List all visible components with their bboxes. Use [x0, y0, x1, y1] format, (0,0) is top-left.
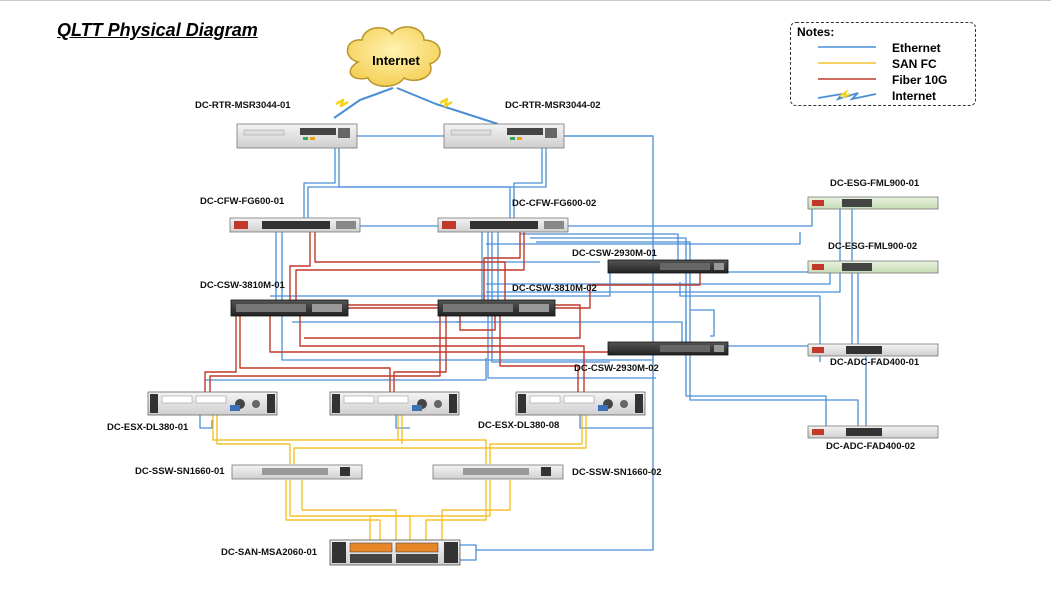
- label-rtr-01: DC-RTR-MSR3044-01: [195, 100, 291, 111]
- cloud-label: Internet: [372, 53, 420, 68]
- legend-internet-lightning-icon: [839, 89, 851, 100]
- firewall-cfw-02: [437, 217, 569, 233]
- san-fc-cables: [212, 408, 587, 540]
- appliance-adc-02: [807, 425, 939, 439]
- switch-csw-2930-02: [607, 341, 729, 356]
- label-rtr-02: DC-RTR-MSR3044-02: [505, 100, 601, 111]
- label-esg-01: DC-ESG-FML900-01: [830, 178, 920, 189]
- server-esx-08: [515, 391, 646, 416]
- label-adc-01: DC-ADC-FAD400-01: [830, 357, 920, 368]
- appliance-esg-02: [807, 260, 939, 274]
- legend: Notes: Ethernet SAN FC Fiber 10G Interne…: [790, 22, 976, 106]
- server-esx-mid: [329, 391, 460, 416]
- san-switch-ssw-02: [432, 464, 564, 480]
- server-esx-01: [147, 391, 278, 416]
- internet-lightning-icons: [335, 97, 453, 108]
- label-cfw-02: DC-CFW-FG600-02: [512, 198, 597, 209]
- top-border: [0, 0, 1051, 1]
- legend-heading: Notes:: [797, 25, 835, 39]
- switch-csw-3810-01: [230, 299, 349, 317]
- appliance-esg-01: [807, 196, 939, 210]
- label-san-msa: DC-SAN-MSA2060-01: [221, 547, 318, 558]
- san-storage-msa: [329, 539, 461, 566]
- page-title: QLTT Physical Diagram: [57, 20, 258, 40]
- legend-sanfc-label: SAN FC: [892, 57, 937, 71]
- label-ssw-01: DC-SSW-SN1660-01: [135, 466, 225, 477]
- legend-ethernet-label: Ethernet: [892, 41, 941, 55]
- label-ssw-02: DC-SSW-SN1660-02: [572, 467, 662, 478]
- label-esx-01: DC-ESX-DL380-01: [107, 422, 189, 433]
- internet-cloud: Internet: [346, 26, 441, 87]
- label-cfw-01: DC-CFW-FG600-01: [200, 196, 285, 207]
- ethernet-cables: [199, 135, 867, 561]
- router-rtr-02: [443, 123, 565, 149]
- legend-internet-label: Internet: [892, 89, 937, 103]
- label-adc-02: DC-ADC-FAD400-02: [826, 441, 916, 452]
- firewall-cfw-01: [229, 217, 361, 233]
- switch-csw-2930-01: [607, 259, 729, 274]
- san-switch-ssw-01: [231, 464, 363, 480]
- label-esg-02: DC-ESG-FML900-02: [828, 241, 918, 252]
- label-csw-2930-01: DC-CSW-2930M-01: [572, 248, 657, 259]
- appliance-adc-01: [807, 343, 939, 357]
- label-esx-08: DC-ESX-DL380-08: [478, 420, 560, 431]
- label-csw-3810-01: DC-CSW-3810M-01: [200, 280, 285, 291]
- legend-swatches: [817, 46, 877, 101]
- router-rtr-01: [236, 123, 358, 149]
- label-csw-3810-02: DC-CSW-3810M-02: [512, 283, 597, 294]
- legend-fiber-label: Fiber 10G: [892, 73, 948, 87]
- internet-links: [333, 87, 499, 125]
- label-csw-2930-02: DC-CSW-2930M-02: [574, 363, 659, 374]
- switch-csw-3810-02: [437, 299, 556, 317]
